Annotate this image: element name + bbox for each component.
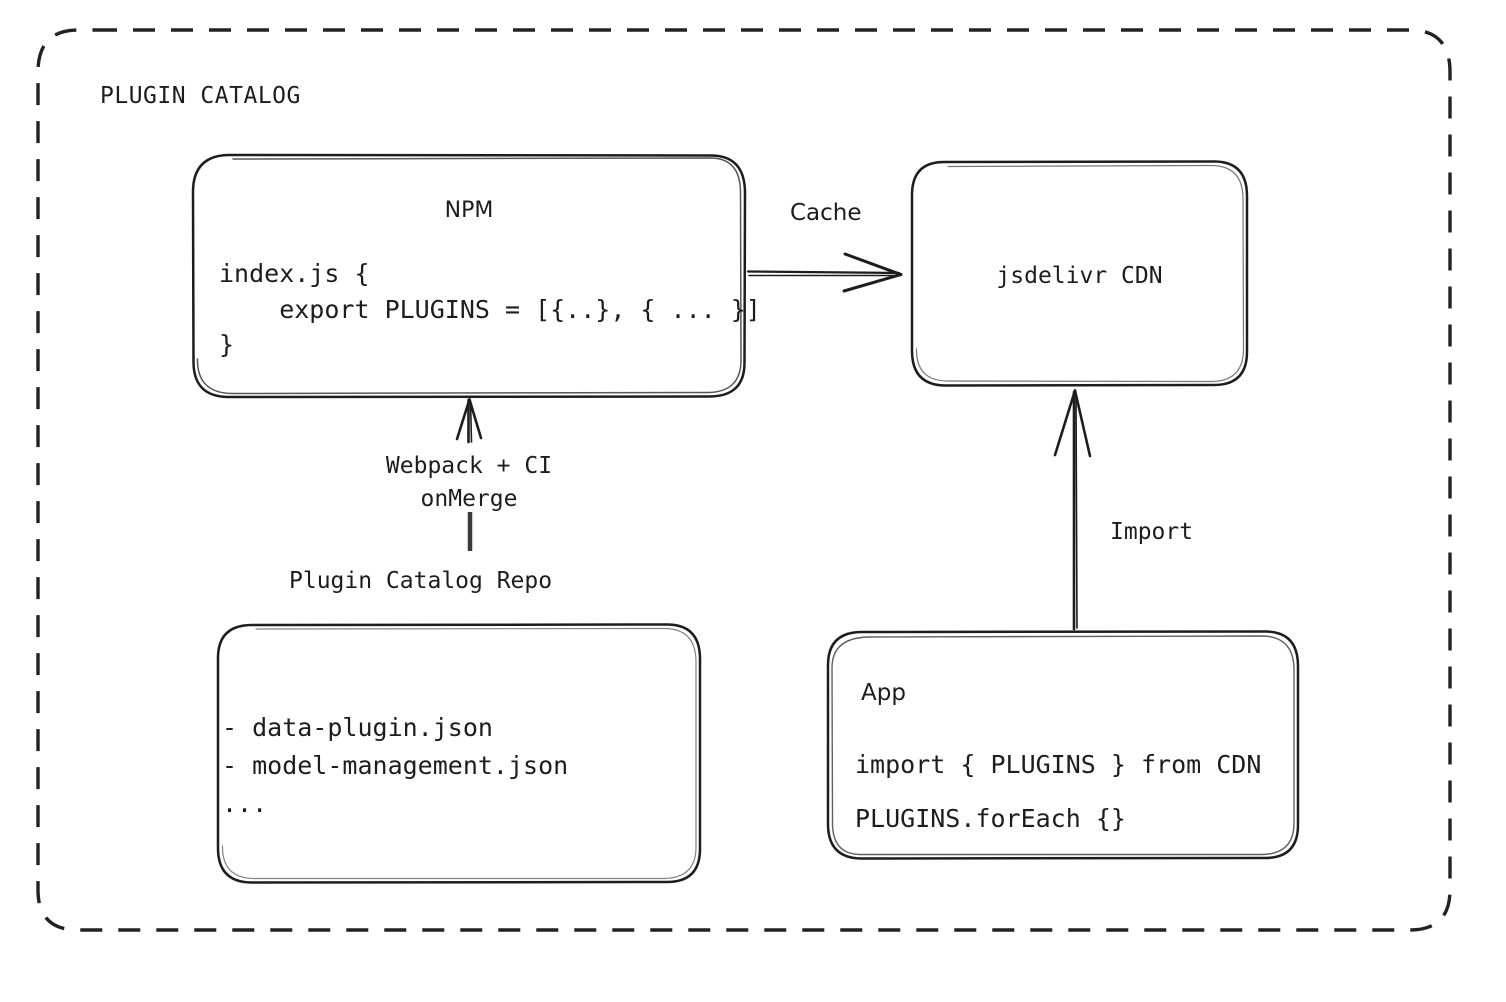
node-app-code: import { PLUGINS } from CDN PLUGINS.forE…: [855, 738, 1261, 845]
group-title: PLUGIN CATALOG: [100, 83, 301, 109]
node-repo-caption: Plugin Catalog Repo: [289, 568, 553, 594]
edge-npm-to-cdn: [746, 252, 903, 293]
node-app-title: App: [861, 680, 906, 706]
node-repo-file-list: - data-plugin.json - model-management.js…: [222, 713, 569, 818]
edge-label-cache: Cache: [790, 200, 862, 226]
node-app-code-line-2: PLUGINS.forEach {}: [855, 803, 1126, 833]
edge-label-import: Import: [1110, 519, 1194, 545]
node-npm-code: index.js { export PLUGINS = [{..}, { ...…: [219, 259, 761, 359]
edge-app-to-cdn: [1053, 389, 1092, 631]
node-cdn-title: jsdelivr CDN: [996, 263, 1163, 289]
node-npm-title: NPM: [444, 198, 494, 223]
edge-label-webpack-ci-onmerge: Webpack + CI onMerge: [385, 453, 553, 512]
node-app-code-line-1: import { PLUGINS } from CDN: [855, 750, 1262, 779]
